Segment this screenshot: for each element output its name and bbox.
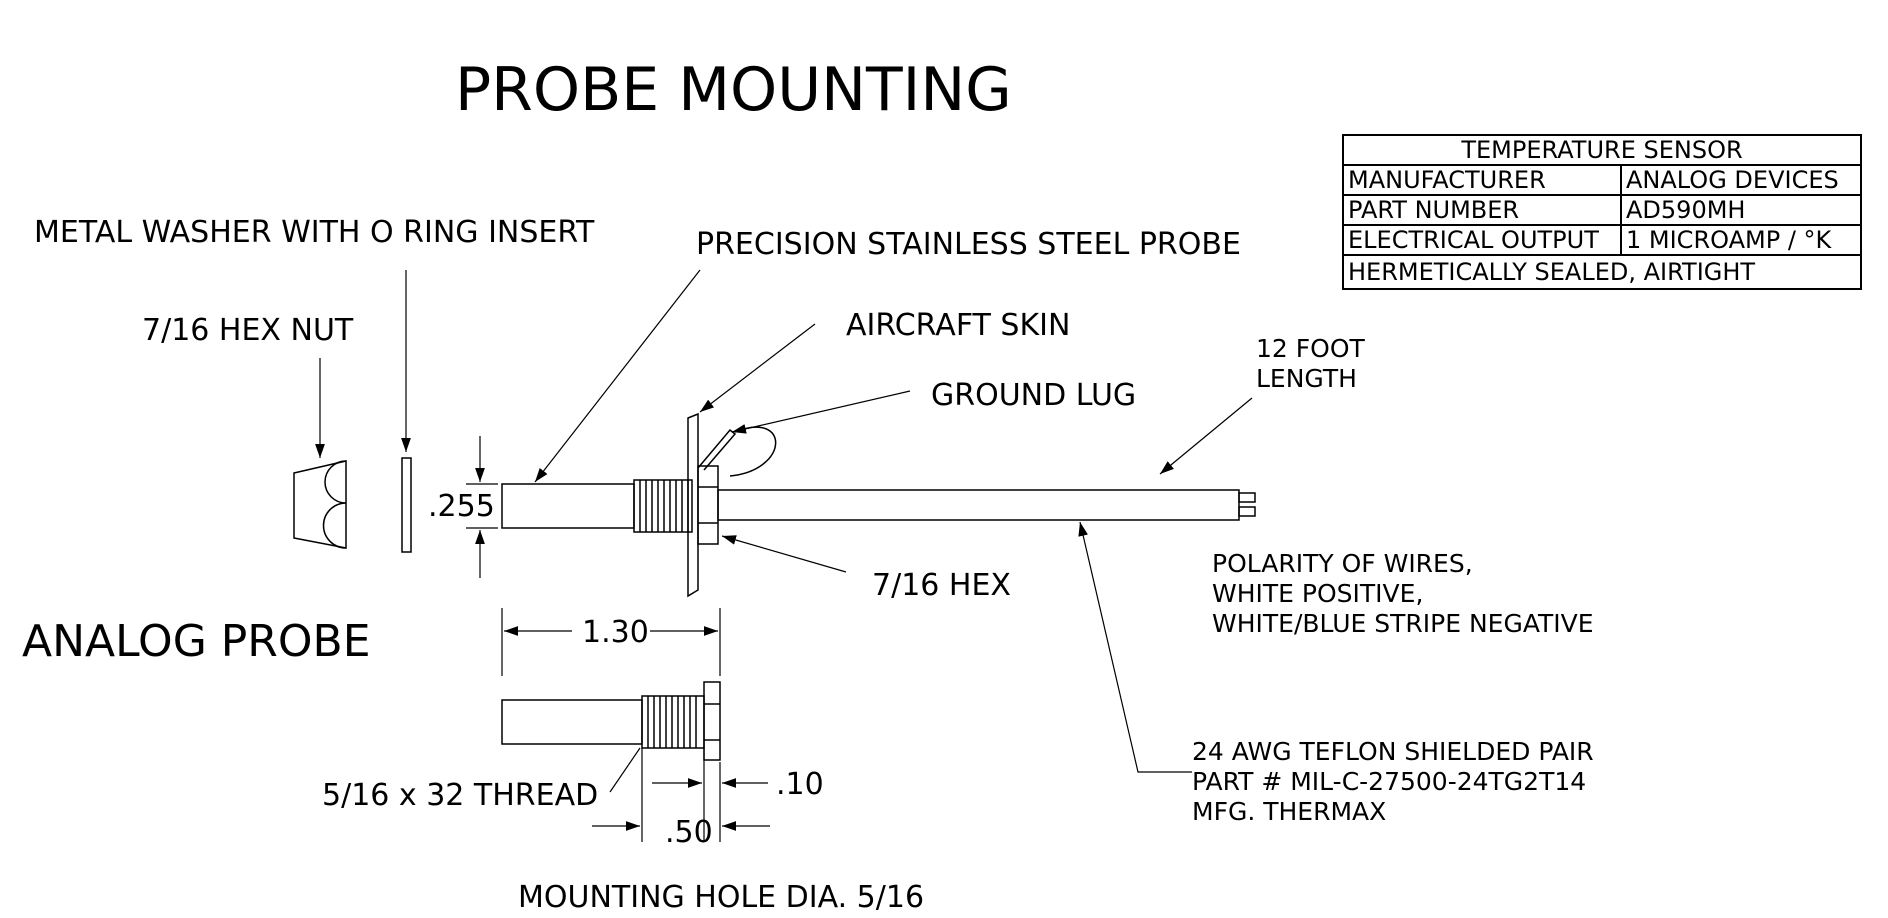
aircraft-skin-shape [687,412,699,598]
spec-value: ANALOG DEVICES [1620,164,1862,196]
dimension-thread-length: .50 [665,815,713,850]
probe-side-view [501,681,721,761]
label-hex-nut: 7/16 HEX NUT [142,313,354,348]
label-washer: METAL WASHER WITH O RING INSERT [34,215,595,250]
label-aircraft-skin: AIRCRAFT SKIN [846,308,1071,343]
label-mounting-hole: MOUNTING HOLE DIA. 5/16 [518,880,925,915]
label-polarity-line: WHITE/BLUE STRIPE NEGATIVE [1212,609,1594,638]
label-thread: 5/16 x 32 THREAD [322,778,599,813]
ground-lug-shape [697,426,777,477]
page-title: PROBE MOUNTING [455,55,1012,125]
dimension-thread-length-lines [592,748,770,842]
leader-cable [1078,521,1192,773]
table-row: MANUFACTURER ANALOG DEVICES [1342,164,1862,196]
cable-shape [717,489,1256,521]
label-hex: 7/16 HEX [872,568,1011,603]
label-cable-spec-line: 24 AWG TEFLON SHIELDED PAIR [1192,737,1594,766]
table-row: ELECTRICAL OUTPUT 1 MICROAMP / °K [1342,224,1862,256]
spec-table: TEMPERATURE SENSOR MANUFACTURER ANALOG D… [1342,134,1862,290]
label-probe: PRECISION STAINLESS STEEL PROBE [696,227,1241,262]
spec-table-footer-row: HERMETICALLY SEALED, AIRTIGHT [1342,254,1862,290]
label-cable-length: 12 FOOT LENGTH [1256,334,1365,394]
label-cable-spec-line: MFG. THERMAX [1192,797,1387,826]
spec-table-header-row: TEMPERATURE SENSOR [1342,134,1862,166]
leader-probe [534,269,701,483]
dimension-hex-thickness-lines [652,748,768,842]
dimension-hex-thickness: .10 [776,767,824,802]
spec-value: 1 MICROAMP / °K [1620,224,1862,256]
spec-table-footer: HERMETICALLY SEALED, AIRTIGHT [1342,254,1862,290]
table-row: PART NUMBER AD590MH [1342,194,1862,226]
leader-thread [609,747,641,793]
label-polarity: POLARITY OF WIRES, WHITE POSITIVE, WHITE… [1212,549,1594,639]
dimension-diameter: .255 [428,489,495,524]
label-ground-lug: GROUND LUG [931,378,1137,413]
leader-length [1159,397,1253,475]
label-polarity-line: POLARITY OF WIRES, [1212,549,1473,578]
spec-table-header: TEMPERATURE SENSOR [1342,134,1862,166]
label-cable-spec: 24 AWG TEFLON SHIELDED PAIR PART # MIL-C… [1192,737,1594,827]
spec-value: AD590MH [1620,194,1862,226]
label-cable-length-line: LENGTH [1256,364,1357,393]
washer-shape [401,457,412,553]
dimension-diameter-lines [466,436,498,578]
spec-key: MANUFACTURER [1342,164,1622,196]
spec-key: PART NUMBER [1342,194,1622,226]
leader-ground-lug [731,390,911,434]
leader-skin [699,323,816,413]
label-polarity-line: WHITE POSITIVE, [1212,579,1424,608]
probe-assembly [501,479,693,533]
dimension-probe-length: 1.30 [582,615,649,650]
spec-key: ELECTRICAL OUTPUT [1342,224,1622,256]
leader-hex [721,535,847,573]
hex-shape [697,465,719,545]
label-cable-length-line: 12 FOOT [1256,334,1365,363]
hex-nut-shape [293,460,347,549]
probe-type-title: ANALOG PROBE [22,616,371,667]
label-cable-spec-line: PART # MIL-C-27500-24TG2T14 [1192,767,1587,796]
dimension-length-lines [501,608,721,676]
